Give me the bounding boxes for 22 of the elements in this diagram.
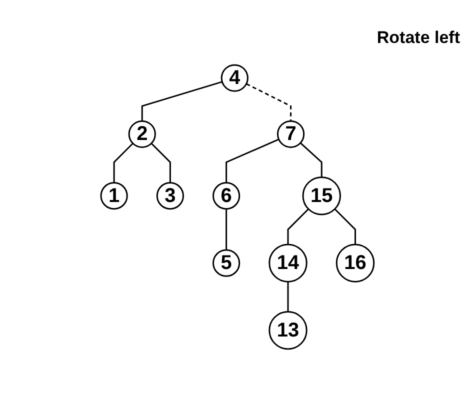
node-circle: 3 bbox=[156, 182, 184, 210]
connector bbox=[112, 142, 133, 182]
annotation-label: Rotate left bbox=[376, 28, 460, 48]
node-circle: 6 bbox=[212, 182, 240, 210]
connector bbox=[246, 82, 292, 121]
node-circle: 4 bbox=[220, 64, 248, 92]
connector bbox=[150, 142, 170, 182]
node-circle: 2 bbox=[128, 120, 156, 148]
node-circle: 16 bbox=[335, 243, 374, 282]
connector bbox=[286, 208, 309, 244]
node-circle: 1 bbox=[100, 182, 128, 210]
node-circle: 15 bbox=[302, 176, 341, 215]
connector bbox=[300, 142, 322, 177]
connector bbox=[140, 80, 222, 121]
node-circle: 14 bbox=[268, 243, 307, 282]
node-circle: 7 bbox=[276, 120, 304, 148]
connector bbox=[225, 138, 279, 182]
connector bbox=[286, 281, 288, 312]
connector bbox=[334, 208, 356, 244]
connector bbox=[225, 208, 227, 250]
node-circle: 13 bbox=[268, 310, 307, 350]
node-circle: 5 bbox=[212, 248, 240, 276]
